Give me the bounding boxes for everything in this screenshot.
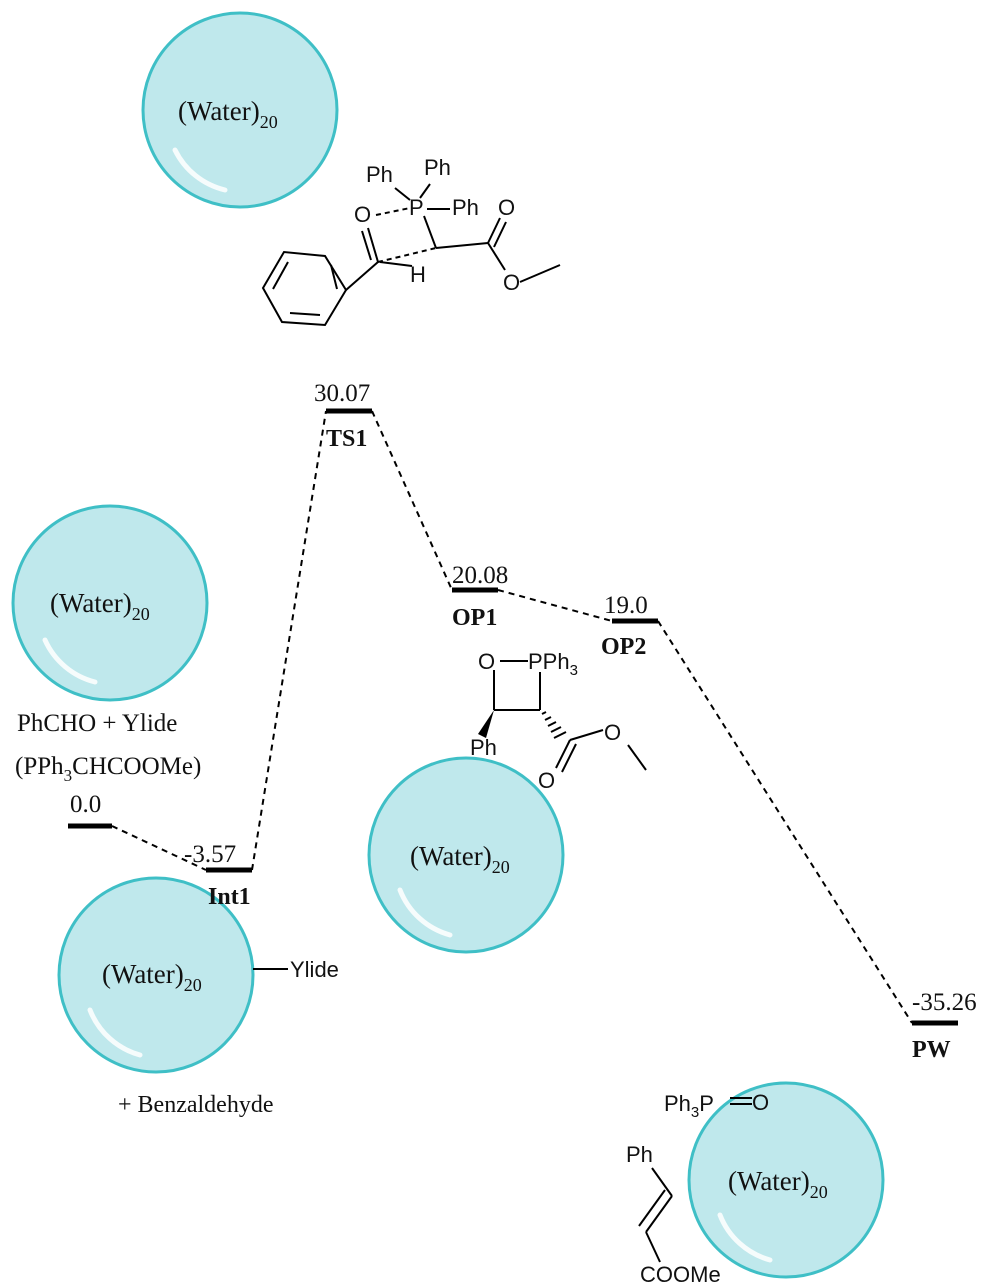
energy-label-pw: -35.26 <box>912 989 977 1016</box>
svg-text:Ph: Ph <box>366 162 393 187</box>
svg-text:PPh3: PPh3 <box>528 649 578 679</box>
reaction-path <box>111 410 913 1024</box>
int1-complex: Ylide + Benzaldehyde <box>118 957 339 1118</box>
svg-text:O: O <box>498 195 515 220</box>
svg-text:+ Benzaldehyde: + Benzaldehyde <box>118 1092 273 1118</box>
reactants-line1: PhCHO + Ylide <box>17 710 177 737</box>
state-name-pw: PW <box>912 1037 951 1063</box>
state-name-ts1: TS1 <box>326 426 367 452</box>
svg-text:(Water)20: (Water)20 <box>102 959 202 995</box>
energy-label-ts1: 30.07 <box>314 380 370 407</box>
svg-text:O: O <box>604 720 621 745</box>
svg-text:Ph: Ph <box>452 195 479 220</box>
ts1-structure: Ph Ph P Ph O H O O <box>261 155 561 327</box>
svg-text:Ylide: Ylide <box>290 957 339 982</box>
svg-text:O: O <box>503 270 520 295</box>
svg-text:O: O <box>538 768 555 793</box>
svg-text:Ph: Ph <box>424 155 451 180</box>
svg-text:P: P <box>409 195 424 220</box>
state-name-int1: Int1 <box>208 884 251 910</box>
products-structure: Ph3P O Ph COOMe <box>626 1090 769 1285</box>
svg-text:Ph: Ph <box>626 1142 653 1167</box>
water-cluster-pw: (Water)20 <box>687 1081 885 1279</box>
reactants-line2: (PPh3CHCOOMe) <box>15 753 201 785</box>
svg-text:H: H <box>410 262 426 287</box>
water-cluster-op: (Water)20 <box>367 756 565 954</box>
state-name-op1: OP1 <box>452 605 497 631</box>
op-structure: O PPh3 Ph O O <box>470 649 647 793</box>
svg-text:(Water)20: (Water)20 <box>728 1166 828 1202</box>
svg-text:O: O <box>752 1090 769 1115</box>
water-cluster-left: (Water)20 <box>11 504 209 702</box>
svg-text:(Water)20: (Water)20 <box>50 588 150 624</box>
svg-text:O: O <box>354 202 371 227</box>
svg-text:Ph: Ph <box>470 735 497 760</box>
svg-text:(Water)20: (Water)20 <box>178 96 278 132</box>
water-cluster-int1: (Water)20 <box>57 876 255 1074</box>
energy-label-int1: -3.57 <box>184 841 236 868</box>
state-name-op2: OP2 <box>601 634 646 660</box>
svg-text:Ph3P: Ph3P <box>664 1091 714 1121</box>
svg-text:COOMe: COOMe <box>640 1262 721 1285</box>
svg-text:(Water)20: (Water)20 <box>410 841 510 877</box>
energy-label-op2: 19.0 <box>604 592 648 619</box>
energy-label-op1: 20.08 <box>452 562 508 589</box>
svg-text:O: O <box>478 649 495 674</box>
water-cluster-top: (Water)20 <box>141 11 339 209</box>
energy-label-reactants: 0.0 <box>70 791 101 818</box>
